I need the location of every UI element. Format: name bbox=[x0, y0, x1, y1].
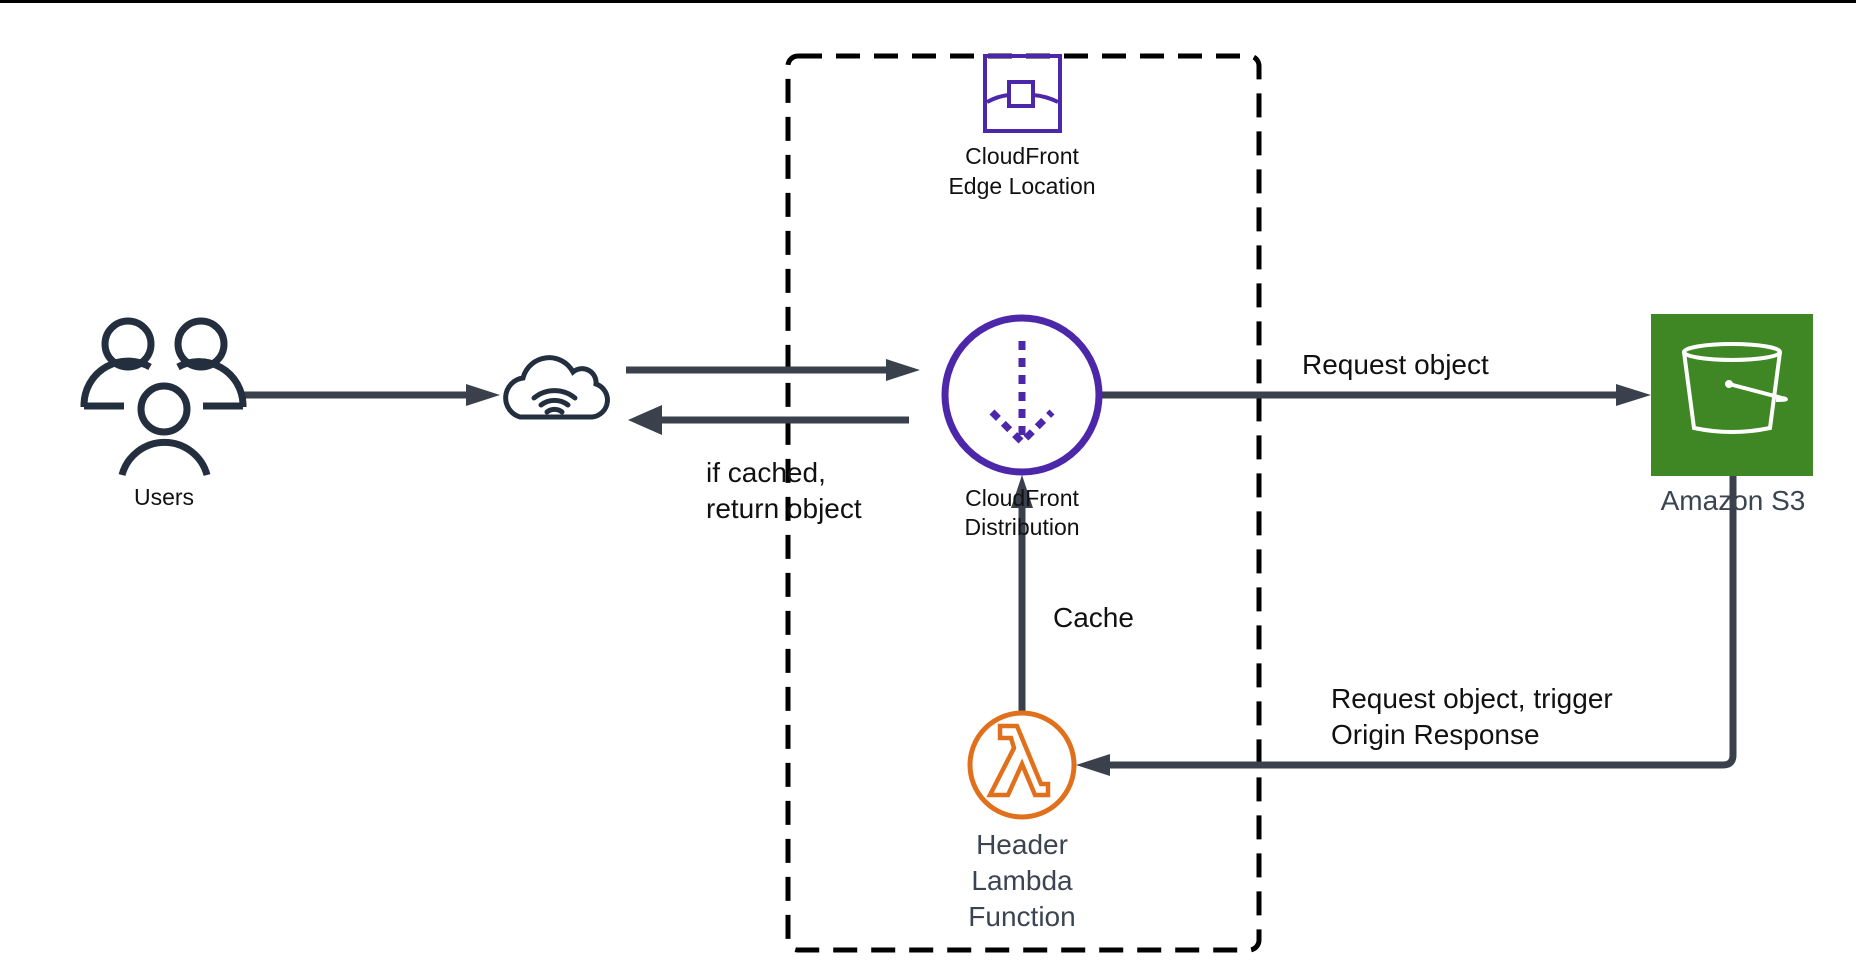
edge-distribution-to-internet bbox=[628, 405, 909, 435]
cloudfront-edge-location-icon bbox=[983, 54, 1062, 133]
cloudfront-distribution-icon bbox=[941, 314, 1103, 476]
top-border bbox=[0, 0, 1856, 3]
cache-label: Cache bbox=[1053, 602, 1134, 633]
origin-response-label-line1: Request object, trigger bbox=[1331, 683, 1613, 714]
lambda-label-line3: Function bbox=[968, 901, 1076, 932]
edge-s3-to-lambda bbox=[1076, 475, 1737, 776]
request-object-label: Request object bbox=[1302, 349, 1489, 380]
internet-cloud-icon bbox=[503, 355, 610, 420]
if-cached-label-line1: if cached, bbox=[706, 457, 826, 488]
users-icon bbox=[80, 317, 247, 477]
distribution-label-line2: Distribution bbox=[964, 514, 1080, 540]
edge-location-boundary bbox=[785, 53, 1262, 953]
if-cached-label-line2: return object bbox=[706, 493, 862, 524]
edge-users-to-internet bbox=[244, 384, 500, 406]
lambda-icon bbox=[967, 710, 1077, 820]
users-label: Users bbox=[133, 484, 195, 510]
lambda-label-line2: Lambda bbox=[971, 865, 1073, 896]
edge-internet-to-distribution bbox=[626, 359, 920, 381]
edge-lambda-to-distribution bbox=[1011, 475, 1033, 712]
s3-label: Amazon S3 bbox=[1660, 485, 1806, 516]
edge-distribution-to-s3 bbox=[1100, 384, 1651, 406]
lambda-label-line1: Header bbox=[976, 829, 1068, 860]
edge-location-label-line1: CloudFront bbox=[965, 143, 1079, 169]
edge-location-label-line2: Edge Location bbox=[948, 173, 1096, 199]
distribution-label-line1: CloudFront bbox=[965, 485, 1079, 511]
origin-response-label-line2: Origin Response bbox=[1331, 719, 1540, 750]
s3-bucket-icon bbox=[1651, 314, 1813, 476]
